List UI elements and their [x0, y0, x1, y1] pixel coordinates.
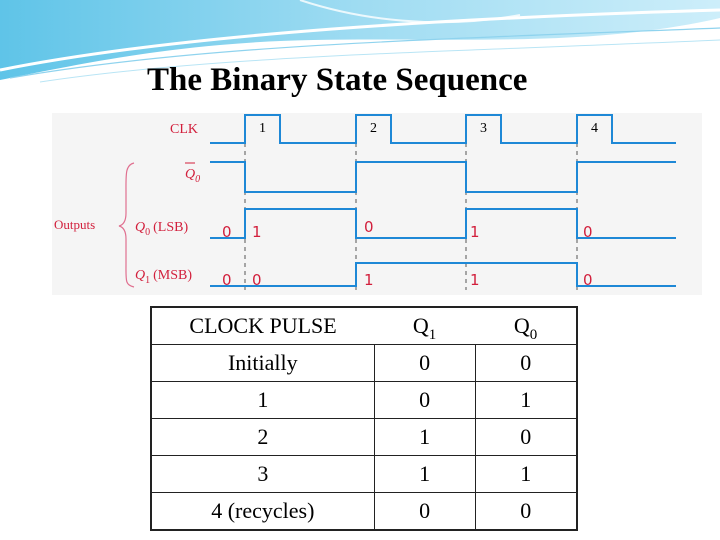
- timing-diagram: CLK Q0 Outputs Q0(LSB) Q1(MSB) 1 2 3 4 0…: [52, 113, 702, 295]
- timing-diagram-canvas: CLK Q0 Outputs Q0(LSB) Q1(MSB) 1 2 3 4 0…: [54, 114, 676, 290]
- state-sequence-table: CLOCK PULSE Q1 Q0 Initially 0 0 1 0 1 2 …: [149, 306, 578, 531]
- table-row: Initially 0 0: [149, 344, 578, 382]
- cell-q0: 0: [474, 492, 578, 531]
- q1-state-value: 0: [222, 271, 232, 289]
- q1-state-value: 0: [252, 271, 262, 289]
- header-clock-pulse: CLOCK PULSE: [149, 306, 375, 345]
- cell-q0: 1: [474, 455, 578, 493]
- clk-label: CLK: [170, 122, 198, 137]
- table-header-row: CLOCK PULSE Q1 Q0: [149, 306, 578, 345]
- cell-q0: 0: [474, 418, 578, 456]
- header-q0: Q0: [475, 306, 578, 345]
- table-row: 3 1 1: [149, 455, 578, 493]
- outputs-label: Outputs: [54, 217, 95, 232]
- cell-clock-pulse: 4 (recycles): [149, 492, 375, 531]
- q0-state-value: 1: [252, 223, 262, 241]
- table-row: 4 (recycles) 0 0: [149, 492, 578, 531]
- outputs-bracket: [118, 162, 135, 288]
- cell-q1: 0: [373, 381, 476, 419]
- q0-state-value: 0: [222, 223, 232, 241]
- q0-state-value: 1: [470, 223, 480, 241]
- cell-clock-pulse: 1: [149, 381, 375, 419]
- clock-edge-markers: [244, 143, 578, 290]
- q1-state-value: 1: [470, 271, 480, 289]
- table-row: 1 0 1: [149, 381, 578, 419]
- q0-state-value: 0: [583, 223, 593, 241]
- clock-pulse-number: 1: [259, 121, 266, 136]
- cell-q1: 1: [373, 455, 476, 493]
- table-row: 2 1 0: [149, 418, 578, 456]
- q0-waveform: [210, 208, 676, 239]
- clk-waveform: [210, 114, 676, 144]
- q0-bar-waveform: [210, 161, 676, 193]
- clock-pulse-number: 4: [591, 121, 598, 136]
- q0-lsb-label: Q0(LSB): [135, 220, 188, 238]
- q0-bar-label: Q0: [185, 167, 200, 185]
- cell-q1: 1: [373, 418, 476, 456]
- q0-state-value: 0: [364, 218, 374, 236]
- q1-waveform: [210, 262, 676, 287]
- cell-q0: 0: [474, 344, 578, 382]
- q1-state-value: 1: [364, 271, 374, 289]
- cell-q1: 0: [373, 344, 476, 382]
- header-q1: Q1: [374, 306, 476, 345]
- slide-title: The Binary State Sequence: [147, 62, 528, 98]
- cell-q0: 1: [474, 381, 578, 419]
- cell-clock-pulse: 2: [149, 418, 375, 456]
- cell-clock-pulse: Initially: [149, 344, 375, 382]
- header-swoosh-decoration: [0, 0, 720, 83]
- cell-q1: 0: [373, 492, 476, 531]
- clock-pulse-number: 3: [480, 121, 487, 136]
- q1-msb-label: Q1(MSB): [135, 268, 192, 286]
- clock-pulse-number: 2: [370, 121, 377, 136]
- cell-clock-pulse: 3: [149, 455, 375, 493]
- q1-state-value: 0: [583, 271, 593, 289]
